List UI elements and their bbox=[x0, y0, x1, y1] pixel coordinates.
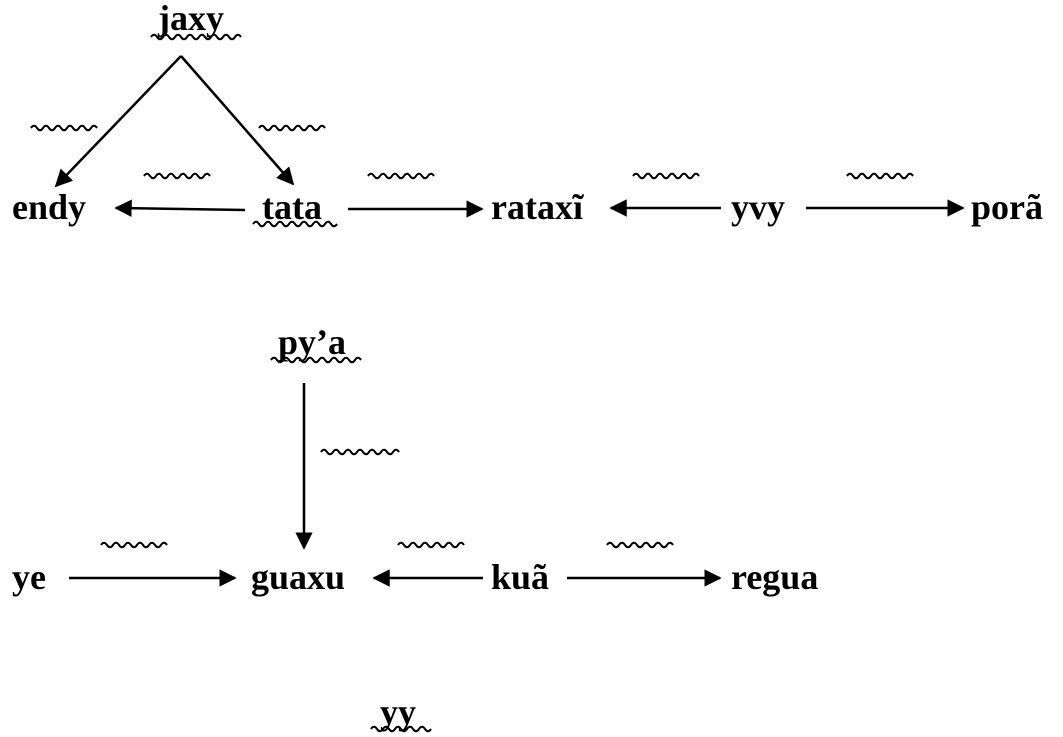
wavy-underline-tata bbox=[252, 220, 338, 228]
wavy-stroke bbox=[397, 541, 465, 549]
wavy-stroke bbox=[150, 33, 242, 41]
node-jaxy: jaxy bbox=[157, 0, 224, 38]
node-endy: endy bbox=[12, 187, 86, 227]
wavy-mark-tata-endy bbox=[143, 172, 211, 180]
edge-jaxy-endy bbox=[54, 55, 182, 188]
wavy-stroke bbox=[143, 172, 211, 180]
wavy-mark-pya-guaxu bbox=[320, 448, 400, 456]
wavy-mark-tata-rataxi bbox=[367, 172, 435, 180]
wavy-stroke bbox=[632, 172, 700, 180]
node-rataxi: rataxĩ bbox=[491, 187, 584, 227]
wavy-stroke bbox=[370, 725, 432, 733]
wavy-mark-jaxy-endy bbox=[30, 124, 98, 132]
node-pya: py’a bbox=[278, 322, 346, 362]
wavy-stroke bbox=[367, 172, 435, 180]
wavy-stroke bbox=[606, 541, 674, 549]
wavy-stroke bbox=[258, 124, 326, 132]
wavy-stroke bbox=[100, 541, 168, 549]
node-pora: porã bbox=[971, 187, 1043, 227]
edge-wavy-marks bbox=[30, 124, 914, 549]
node-kua: kuã bbox=[491, 557, 549, 597]
node-tata: tata bbox=[262, 187, 322, 227]
wavy-stroke bbox=[270, 356, 362, 364]
word-wavy-underlines bbox=[150, 33, 432, 733]
wavy-underline-pya bbox=[270, 356, 362, 364]
wavy-mark-kua-guaxu bbox=[397, 541, 465, 549]
nodes: jaxy endy tata rataxĩ yvy porã py’a ye g… bbox=[12, 0, 1043, 732]
node-yy: yy bbox=[380, 692, 416, 732]
node-ye: ye bbox=[12, 557, 46, 597]
wavy-underline-yy bbox=[370, 725, 432, 733]
wavy-mark-ye-guaxu bbox=[100, 541, 168, 549]
wavy-stroke bbox=[252, 220, 338, 228]
wavy-mark-kua-regua bbox=[606, 541, 674, 549]
wavy-mark-jaxy-tata bbox=[258, 124, 326, 132]
wavy-stroke bbox=[846, 172, 914, 180]
wavy-stroke bbox=[30, 124, 98, 132]
edge-tata-endy bbox=[114, 199, 246, 217]
node-yvy: yvy bbox=[731, 187, 785, 227]
wavy-mark-yvy-pora bbox=[846, 172, 914, 180]
edges bbox=[54, 55, 965, 587]
node-regua: regua bbox=[731, 557, 818, 597]
edge-jaxy-tata bbox=[180, 55, 295, 186]
wavy-mark-yvy-rataxi bbox=[632, 172, 700, 180]
wavy-stroke bbox=[320, 448, 400, 456]
wavy-underline-jaxy bbox=[150, 33, 242, 41]
node-guaxu: guaxu bbox=[251, 557, 345, 597]
